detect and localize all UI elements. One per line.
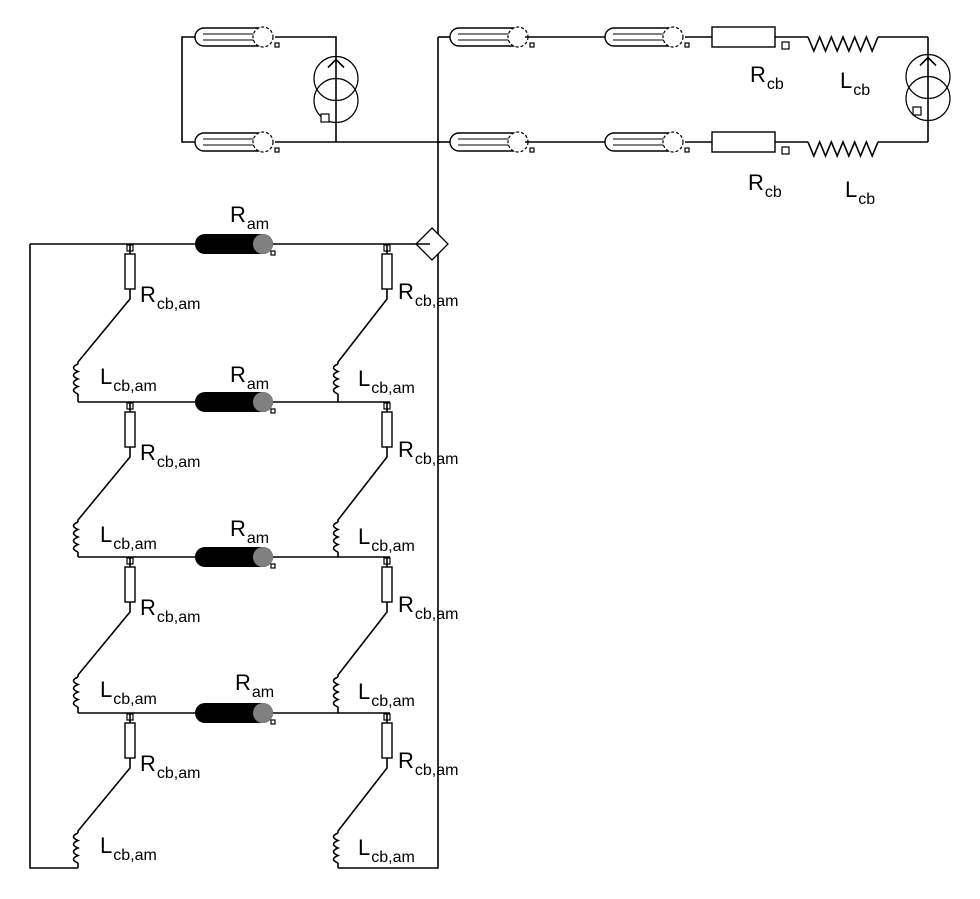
terminal-marker bbox=[270, 719, 276, 725]
resistor bbox=[381, 566, 393, 603]
cable-body bbox=[195, 234, 273, 254]
cable-end bbox=[252, 131, 274, 153]
cable bbox=[604, 26, 684, 48]
wire bbox=[337, 602, 388, 677]
inductor bbox=[332, 521, 341, 553]
cable bbox=[449, 26, 529, 48]
label-rcb-am: Rcb,am bbox=[140, 751, 200, 782]
terminal-marker bbox=[684, 42, 690, 48]
arrow-icon bbox=[919, 56, 937, 67]
resistor bbox=[124, 722, 136, 759]
resistor bbox=[711, 131, 776, 153]
terminal-marker bbox=[274, 147, 280, 153]
label-lcb-am: Lcb,am bbox=[358, 366, 415, 397]
resistor bbox=[381, 253, 393, 290]
arrow-icon bbox=[327, 58, 345, 69]
cable-body bbox=[195, 392, 273, 412]
label-rcb: Rcb bbox=[748, 170, 782, 201]
label-rcb-am: Rcb,am bbox=[398, 592, 458, 623]
label-ram: Ram bbox=[230, 202, 269, 233]
inductor bbox=[332, 363, 341, 395]
armour-cable bbox=[195, 234, 273, 254]
wire bbox=[77, 447, 131, 522]
label-rcb-am: Rcb,am bbox=[140, 440, 200, 471]
inductor bbox=[72, 521, 81, 553]
cable-end bbox=[253, 392, 273, 412]
armour-cable bbox=[195, 703, 273, 723]
wire bbox=[77, 758, 131, 833]
cable bbox=[604, 131, 684, 153]
wire bbox=[338, 37, 439, 869]
label-lcb: Lcb bbox=[840, 68, 870, 99]
label-lcb: Lcb bbox=[845, 177, 875, 208]
cable-body bbox=[195, 547, 273, 567]
terminal-marker bbox=[912, 106, 922, 116]
cable-end bbox=[253, 234, 273, 254]
label-lcb-am: Lcb,am bbox=[100, 833, 157, 864]
resistor bbox=[381, 411, 393, 448]
armour-cable bbox=[195, 392, 273, 412]
wire bbox=[181, 36, 195, 143]
label-ram: Ram bbox=[235, 670, 274, 701]
cable-end bbox=[662, 26, 684, 48]
terminal-marker bbox=[781, 146, 790, 155]
label-ram: Ram bbox=[230, 362, 269, 393]
terminal-marker bbox=[274, 42, 280, 48]
wire bbox=[337, 289, 388, 364]
label-rcb-am: Rcb,am bbox=[398, 748, 458, 779]
terminal-marker bbox=[684, 147, 690, 153]
inductor bbox=[332, 832, 341, 864]
inductor bbox=[72, 363, 81, 395]
label-ram: Ram bbox=[230, 516, 269, 547]
label-lcb-am: Lcb,am bbox=[100, 677, 157, 708]
wire bbox=[77, 289, 131, 364]
cable bbox=[194, 131, 274, 153]
terminal-marker bbox=[320, 113, 330, 123]
wire bbox=[29, 244, 78, 869]
terminal-marker bbox=[781, 41, 790, 50]
label-lcb-am: Lcb,am bbox=[358, 679, 415, 710]
terminal-marker bbox=[270, 408, 276, 414]
label-rcb-am: Rcb,am bbox=[398, 437, 458, 468]
label-rcb-am: Rcb,am bbox=[140, 282, 200, 313]
label-rcb-am: Rcb,am bbox=[398, 279, 458, 310]
wire bbox=[337, 447, 388, 522]
terminal-marker bbox=[529, 42, 535, 48]
label-lcb-am: Lcb,am bbox=[100, 364, 157, 395]
resistor bbox=[711, 26, 776, 48]
terminal-marker bbox=[270, 563, 276, 569]
terminal-marker bbox=[529, 147, 535, 153]
current-source bbox=[905, 50, 951, 125]
cable-end bbox=[253, 703, 273, 723]
wire bbox=[275, 36, 337, 47]
label-rcb: Rcb bbox=[750, 62, 784, 93]
cable-end bbox=[252, 26, 274, 48]
junction-node bbox=[415, 227, 449, 261]
cable-end bbox=[253, 547, 273, 567]
inductor bbox=[332, 676, 341, 708]
wire bbox=[77, 602, 131, 677]
inductor bbox=[72, 832, 81, 864]
resistor bbox=[381, 722, 393, 759]
cable bbox=[449, 131, 529, 153]
wire bbox=[337, 758, 388, 833]
resistor bbox=[124, 566, 136, 603]
cable-body bbox=[195, 703, 273, 723]
label-lcb-am: Lcb,am bbox=[358, 524, 415, 555]
inductor bbox=[807, 139, 879, 159]
resistor bbox=[124, 253, 136, 290]
current-source bbox=[313, 47, 359, 132]
label-lcb-am: Lcb,am bbox=[100, 522, 157, 553]
cable-end bbox=[662, 131, 684, 153]
cable bbox=[194, 26, 274, 48]
terminal-marker bbox=[270, 250, 276, 256]
label-rcb-am: Rcb,am bbox=[140, 595, 200, 626]
label-lcb-am: Lcb,am bbox=[358, 835, 415, 866]
inductor bbox=[807, 34, 879, 54]
inductor bbox=[72, 676, 81, 708]
armour-cable bbox=[195, 547, 273, 567]
resistor bbox=[124, 411, 136, 448]
